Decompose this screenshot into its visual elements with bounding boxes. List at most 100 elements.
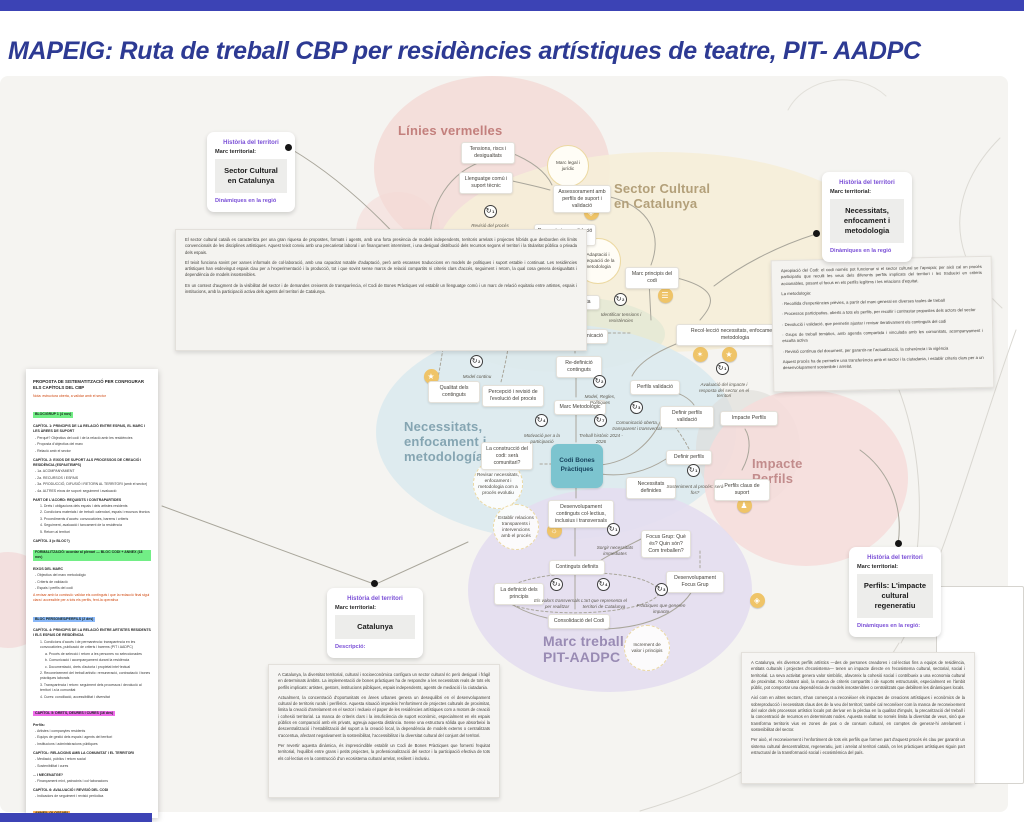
diagram-node[interactable]: Assessorament amb perfils de suport i va… [553,185,611,214]
paragraph: A Catalunya, la diversitat territorial, … [278,672,490,690]
document-line: CAPÍTOL 1: PRINCIPIS DE LA RELACIÓ ENTRE… [33,423,146,434]
document-outline[interactable]: PROPOSTA DE SISTEMATITZACIÓ PER CONFIGUR… [26,369,158,818]
cycle-icon[interactable]: ↻2 [549,577,563,591]
diagram-circle-node[interactable]: Increment de valor i principis [624,625,670,671]
diagram-circle-node[interactable]: Marc legal i jurídic [547,145,589,187]
document-line: BLOC PERSONES/PERFILS (2 des) [33,616,96,622]
cycle-icon-label: Comunicació oberta, transparent i transv… [612,420,662,431]
document-line: b. Comunicació i acompanyament durant la… [45,658,130,663]
coin-icon[interactable]: ★ [721,346,737,362]
cycle-icon[interactable]: ↻3 [654,582,668,596]
top-accent-bar [0,0,1024,11]
document-line: Institucions i administracions públiques [33,742,151,747]
paragraph: El sector cultural català es caracteritz… [185,237,577,255]
document-line: CAPÍTOL 2: EIXOS DE SUPORT ALS PROCESSOS… [33,457,142,467]
cycle-icon[interactable]: ↻3 [629,400,643,414]
diagram-node[interactable]: Tensions, riscs i desigualtats [461,142,515,164]
document-line: BLOC/GRUP 1 (4 nov) [33,412,74,418]
card-tag: Història del territori [347,596,403,602]
paragraph: · Recollida d'experiències prèvies, a pa… [781,297,945,307]
cycle-icon-label: Treball històric 2024 - 2026 [579,433,623,444]
cycle-icon[interactable]: ↻1 [483,204,497,218]
pin-icon [371,580,378,587]
card-field: Marc territorial: [335,605,377,611]
paragraph: · Processos participatius, oberts a tots… [781,307,976,317]
cycle-icon-label: Els valors transversals per realitzar [534,598,580,609]
text-card-top-right[interactable]: Apropiació del Codi: el codi només pot f… [770,255,995,393]
cycle-icon[interactable]: ↻2 [613,292,627,306]
page-title: MAPEIG: Ruta de treball CBP per residènc… [8,36,921,65]
code-bones-practiques-node[interactable]: Codi Bones Pràctiques [551,444,603,488]
diagram-node[interactable]: Consolidació del Codi [548,614,610,629]
document-lines: Nota: estructura oberta, a validar amb e… [33,394,151,818]
diagram-node[interactable]: La construcció del codi: serà comunitari… [481,442,533,471]
cycle-icon[interactable]: ↻1 [715,361,729,375]
diagram-node[interactable]: Re-definició continguts [556,356,602,378]
diagram-circle-node[interactable]: Establir relacions transparents i interv… [493,504,539,550]
text-card-top-left[interactable]: El sector cultural català es caracteritz… [175,229,587,351]
cycle-icon[interactable]: ↻1 [686,463,700,477]
card-value: Perfils: L'impacte cultural regeneratiu [857,574,933,619]
document-line: EIXOS DEL MARC [33,566,64,571]
coin-icon[interactable]: ☰ [657,287,673,303]
text-card-bottom-center[interactable]: A Catalunya, la diversitat territorial, … [268,664,500,798]
paragraph: · Revisió contínua del document, per gar… [782,345,949,354]
diagram-node[interactable]: Llenguatge comú i suport tècnic [459,172,513,194]
cycle-icon-label: Sorgir necessitats immediates [596,545,634,556]
document-line: Criteris de validació [33,580,151,585]
card-tag: Història del territori [839,180,895,186]
diagram-node[interactable]: Necessitats definides [626,477,676,499]
paragraph: · Grups de treball temàtics, amb agenda … [782,327,984,344]
diagram-node[interactable]: Desenvolupament continguts col·lectius, … [548,500,614,529]
cycle-icon-label: Pràctiques que generen impacte [636,603,686,614]
paragraph: Així com en altres sectors, s'han començ… [751,695,965,732]
document-line: Relació amb el sector [33,449,151,454]
territory-card-catalunya[interactable]: Història del territori Marc territorial:… [327,588,423,659]
paragraph: · Devolució i validació, que permetin aj… [781,318,947,327]
diagram-node[interactable]: Qualitat dels continguts [428,381,480,403]
diagram-node[interactable]: Continguts definits [549,560,605,575]
diagram-node[interactable]: Marc principis del codi [625,267,679,289]
diagram-node[interactable]: Definir perfils validació [660,406,714,428]
document-line: Sostenibilitat i cures [33,764,151,769]
coin-icon[interactable]: ★ [423,368,439,384]
coin-icon[interactable]: ◈ [749,592,765,608]
cycle-icon-label: Motivació per a la participació [523,433,560,444]
card-value: Necessitats, enfocament i metodologia [830,199,904,244]
diagram-node[interactable]: Desenvolupament Focus Grup [666,571,724,593]
document-line: a. Procés de selecció i retorn a les per… [45,651,142,656]
territory-card-necessitats[interactable]: Història del territori Marc territorial:… [822,172,912,263]
diagram-node[interactable]: Marc Metodològic [554,400,606,415]
diagram-node[interactable]: Definir perfils [666,450,712,465]
cycle-icon[interactable]: ↻7 [593,413,607,427]
pin-icon [895,540,902,547]
cycle-icon[interactable]: ↻4 [534,413,548,427]
diagram-node[interactable]: La definició dels principis [494,583,544,605]
coin-icon[interactable]: ♟ [736,497,752,513]
bottom-accent-bar [0,813,152,822]
cycle-icon[interactable]: ↻1 [606,522,620,536]
diagram-node[interactable]: Percepció i revisió de l'evolució del pr… [482,385,544,407]
paragraph: En un context d'augment de la visibilita… [185,282,577,295]
coin-icon[interactable]: ✶ [692,346,708,362]
diagram-node[interactable]: Impacte Perfils [720,411,778,426]
card-field: Marc territorial: [857,564,899,570]
cycle-icon-label: Model continu [462,374,492,379]
cycle-icon[interactable]: ↻2 [469,354,483,368]
territory-card-sector-cultural[interactable]: Història del territori Marc territorial:… [207,132,295,213]
diagram-node[interactable]: Perfils validació [630,380,680,395]
cycle-icon[interactable]: ↻2 [592,374,606,388]
cycle-icon-label: Model, Regles, Polítiques [584,394,616,405]
document-line: 2. Condicions materials i de treball: ca… [40,510,150,515]
pin-icon [285,144,292,151]
diagram-node[interactable]: Perfils claus de suport [714,479,770,501]
diagram-node[interactable]: Focus Grup: Què és? Quin són? Com trebal… [641,530,691,559]
card-footer: Dinàmiques en la regió [830,248,892,255]
paragraph: Actualment, la concentració d'oportunita… [278,694,490,738]
territory-card-perfils[interactable]: Història del territori Marc territorial:… [849,547,941,638]
text-card-bottom-right[interactable]: A Catalunya, els diversos perfils artíst… [741,652,975,784]
cycle-icon[interactable]: ↻4 [596,577,610,591]
document-line: CAPÍTOL 5: DRETS, DEURES I CURES (16 des… [33,711,116,717]
diagram-node[interactable]: Recol·lecció necessitats, enfocament i m… [676,324,794,346]
paragraph: Apropiació del Codi: el codi només pot f… [780,263,982,286]
